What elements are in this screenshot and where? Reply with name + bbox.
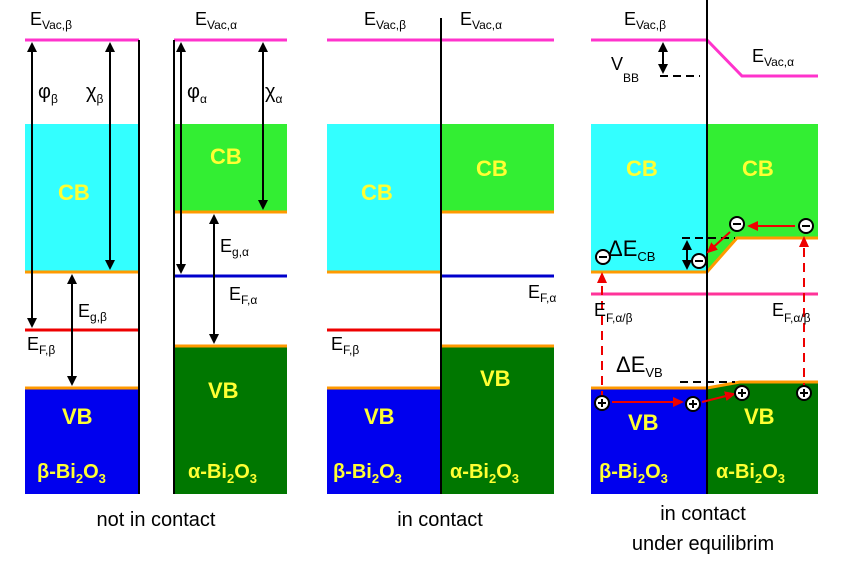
vb-alpha-block-2 [441,346,554,494]
label-ef-left-3: EF,α/β [594,300,633,325]
label-material-alpha-1: α-Bi2O3 [188,461,257,486]
cb-alpha-block [174,124,287,212]
label-evac-alpha-1: EVac,α [195,9,237,32]
label-cb-beta-1: CB [58,180,90,205]
label-vb-beta-3: VB [628,410,659,435]
label-evac-alpha-3: EVac,α [752,46,794,69]
hole-icon [796,385,812,401]
label-cb-alpha-2: CB [476,156,508,181]
panel-not-in-contact: EVac,β EVac,α φβ χβ φα χα CB CB Eg,α EF,… [25,9,287,531]
label-evac-beta-1: EVac,β [30,9,72,32]
label-ef-beta-1: EF,β [27,334,55,357]
cb-alpha-block-2 [441,124,554,212]
label-ef-beta-2: EF,β [331,334,359,357]
hole-icon [734,385,750,401]
label-cb-beta-3: CB [626,156,658,181]
vacuum-level-3 [591,38,818,78]
cb-edge-3 [591,236,818,274]
label-eg-alpha: Eg,α [220,236,249,259]
label-evac-beta-2: EVac,β [364,9,406,32]
cb-beta-block-2 [327,124,441,272]
label-evac-alpha-2: EVac,α [460,9,502,32]
caption-equilibrium-line1: in contact [660,503,746,525]
label-evac-beta-3: EVac,β [624,9,666,32]
vb-alpha-block [174,346,287,494]
caption-in-contact: in contact [397,509,483,531]
electron-icon [595,249,611,265]
label-vb-alpha-1: VB [208,378,239,403]
vb-alpha-block-3 [707,382,818,494]
vb-edge-3 [591,380,818,390]
electron-transfer-2 [706,231,731,254]
label-phi-alpha: φα [187,81,207,106]
label-eg-beta: Eg,β [78,301,107,324]
label-delta-evb: ΔEVB [616,352,663,380]
hole-transfer-2 [701,391,736,403]
label-vb-beta-2: VB [364,404,395,429]
cb-alpha-block-3 [707,124,818,272]
label-ef-alpha-2: EF,α [528,282,556,305]
label-ef-right-3: EF,α/β [772,300,811,325]
label-vb-beta-1: VB [62,404,93,429]
electron-icon [729,216,745,232]
label-cb-2: CB [361,180,393,205]
label-material-alpha-2: α-Bi2O3 [450,461,519,486]
electron-icon [691,253,707,269]
hole-icon [685,396,701,412]
label-phi-beta: φβ [38,81,58,106]
vb-beta-block-2 [327,388,441,494]
label-vbb: VBB [611,54,639,85]
label-material-beta-1: β-Bi2O3 [37,461,106,486]
label-material-beta-3: β-Bi2O3 [599,461,668,486]
label-cb-alpha-3: CB [742,156,774,181]
panel-equilibrium: EVac,β VBB EVac,α CB CB ΔECB EF,α/β EF,α… [591,0,818,555]
cb-beta-block [25,124,139,272]
label-chi-beta: χβ [86,81,104,106]
label-chi-alpha: χα [265,81,283,106]
caption-not-in-contact: not in contact [97,509,216,531]
label-ef-alpha-1: EF,α [229,284,257,307]
label-cb-alpha-1: CB [210,144,242,169]
hole-icon [594,395,610,411]
label-vb-alpha-3: VB [744,404,775,429]
caption-equilibrium-line2: under equilibrim [632,533,774,555]
label-material-beta-2: β-Bi2O3 [333,461,402,486]
label-material-alpha-3: α-Bi2O3 [716,461,785,486]
vb-beta-block-3 [591,388,707,494]
vb-beta-block [25,388,139,494]
electron-icon [798,218,814,234]
label-vb-alpha-2: VB [480,366,511,391]
panel-in-contact: EVac,β EVac,α CB CB EF,α EF,β VB VB β-Bi… [327,9,556,531]
